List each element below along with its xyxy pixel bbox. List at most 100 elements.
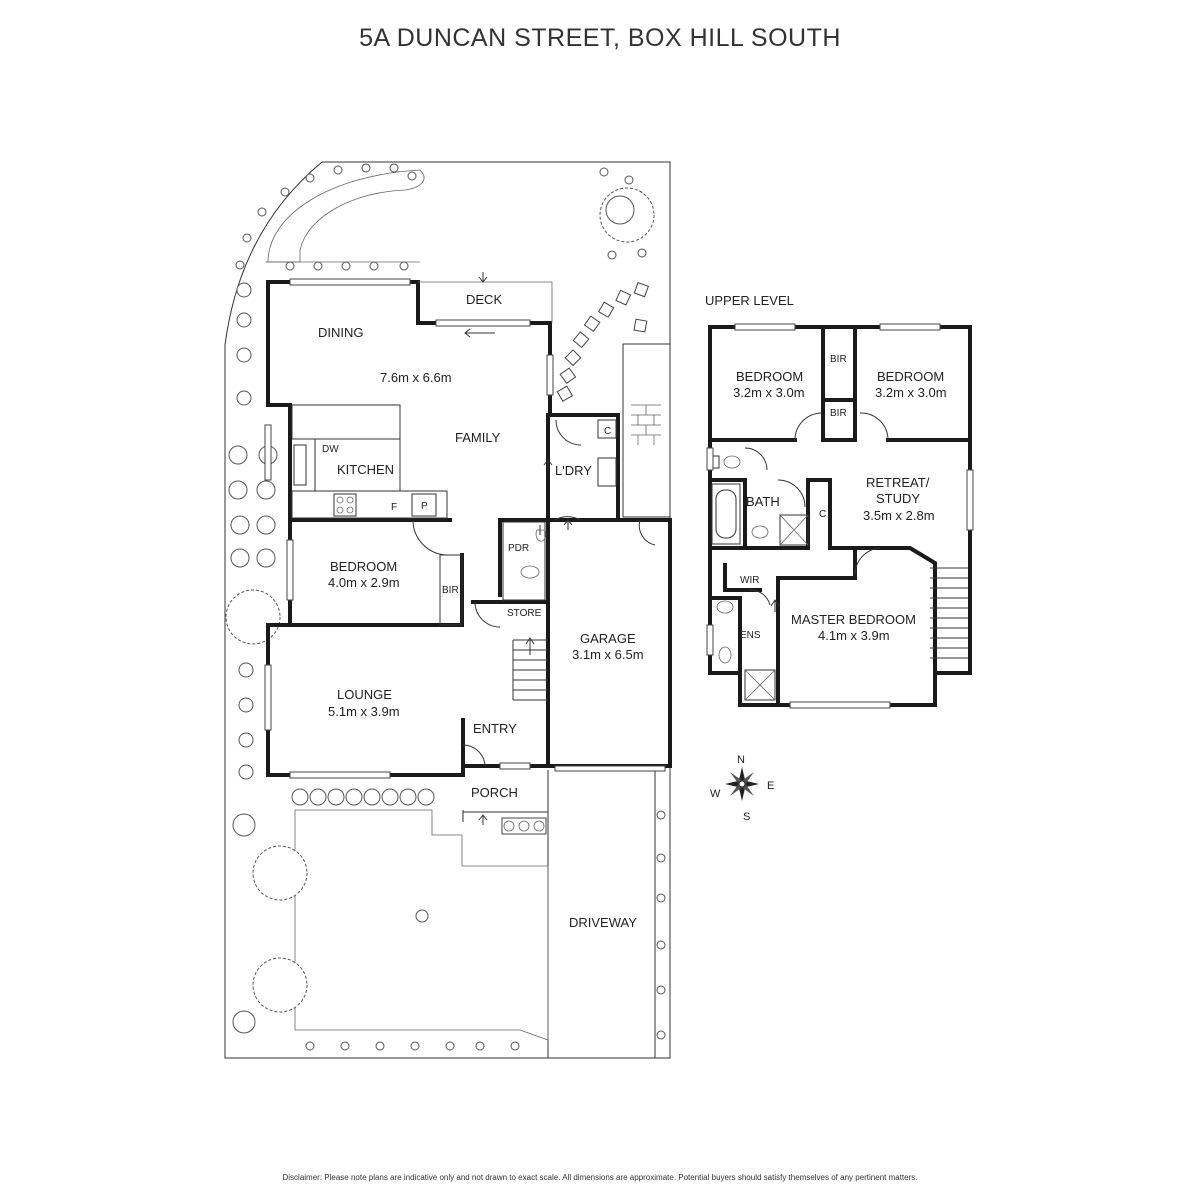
compass-n-label: N [737,754,745,766]
lounge-label: LOUNGE [337,687,392,702]
shrub [228,445,248,465]
shrub [369,261,379,271]
porch-label: PORCH [471,785,518,800]
upper-bedroom-1-label: BEDROOM [736,369,803,384]
shrub [624,175,634,185]
shrub [345,788,363,806]
shrub [656,853,666,863]
master-bedroom-label: MASTER BEDROOM [791,612,916,627]
shrub [375,1041,385,1051]
shrub [228,480,248,500]
garage-dims: 3.1m x 6.5m [572,647,644,662]
shrub [235,260,245,270]
flow-arrows [464,272,573,825]
ensuite-label: ENS [740,630,761,641]
shrub [256,480,276,500]
shrub [417,788,435,806]
upper-level-heading: UPPER LEVEL [705,293,794,308]
master-bedroom-dims: 4.1m x 3.9m [818,628,890,643]
shrub [399,261,409,271]
shrub [305,173,315,183]
shrub [256,548,276,568]
dishwasher-label: DW [322,444,339,455]
upper-level-fixtures [711,412,968,701]
shrub [340,1041,350,1051]
shrub [236,312,252,328]
family-dims: 7.6m x 6.6m [380,370,452,385]
shrub [333,165,343,175]
laundry-label: L'DRY [555,463,592,478]
shrub [256,515,276,535]
shrub [232,813,256,837]
shrub [280,187,290,197]
shrub [381,788,399,806]
wir-label: WIR [740,575,759,586]
fridge-label: F [391,502,397,513]
shrub [510,1041,520,1051]
retreat-label-line1: RETREAT/ [866,475,930,490]
upper-bir-1-label: BIR [830,354,847,365]
compass-s-label: S [743,811,750,823]
shrub [230,548,250,568]
shrub [407,171,417,181]
shrub [236,390,252,406]
shrub [389,163,399,173]
pantry-label: P [421,501,428,512]
shrub [607,250,617,260]
shrub [232,1010,256,1034]
ground-floor-fixtures [291,281,617,835]
shrub [656,810,666,820]
shrub [656,985,666,995]
compass-e-label: E [767,780,774,792]
shrub [291,788,309,806]
ground-floor-walls [266,280,672,777]
disclaimer: Disclaimer: Please note plans are indica… [282,1173,918,1182]
bedroom-label: BEDROOM [330,559,397,574]
stepping-stones [556,281,649,402]
shrub [327,788,345,806]
shrub [285,261,295,271]
shrub [305,1041,315,1051]
store-label: STORE [507,608,542,619]
shrub [363,788,381,806]
retreat-label-line2: STUDY [876,491,920,506]
upper-bir-2-label: BIR [830,408,847,419]
upper-level-windows [706,323,974,709]
lounge-dims: 5.1m x 3.9m [328,704,400,719]
shrub [242,233,252,243]
shrub [236,347,252,363]
shrub [236,282,252,298]
upper-bedroom-2-dims: 3.2m x 3.0m [875,385,947,400]
doors [412,419,656,767]
trees [225,187,655,1013]
entry-label: ENTRY [473,721,517,736]
shrub [656,940,666,950]
shrub [238,697,254,713]
shrub [410,1041,420,1051]
bedroom-dims: 4.0m x 2.9m [328,575,400,590]
bath-label: BATH [746,494,780,509]
shrub [257,207,267,217]
laundry-cupboard-label: C [604,426,611,437]
shrub [656,1030,666,1040]
shrub [637,248,647,258]
shrub [599,167,609,177]
driveway-label: DRIVEWAY [569,915,637,930]
shrub [445,1041,455,1051]
shrub [313,261,323,271]
upper-bedroom-2-label: BEDROOM [877,369,944,384]
shrub [238,764,254,780]
shrub [361,163,371,173]
shrub [341,261,351,271]
powder-room-label: PDR [508,543,529,554]
bir-label: BIR [442,585,459,596]
family-label: FAMILY [455,430,501,445]
retreat-dims: 3.5m x 2.8m [863,508,935,523]
windows [264,278,666,779]
garden-path [265,169,425,263]
shrub [238,732,254,748]
shrub [238,662,254,678]
garage-label: GARAGE [580,631,636,646]
garden-bed [622,343,671,518]
